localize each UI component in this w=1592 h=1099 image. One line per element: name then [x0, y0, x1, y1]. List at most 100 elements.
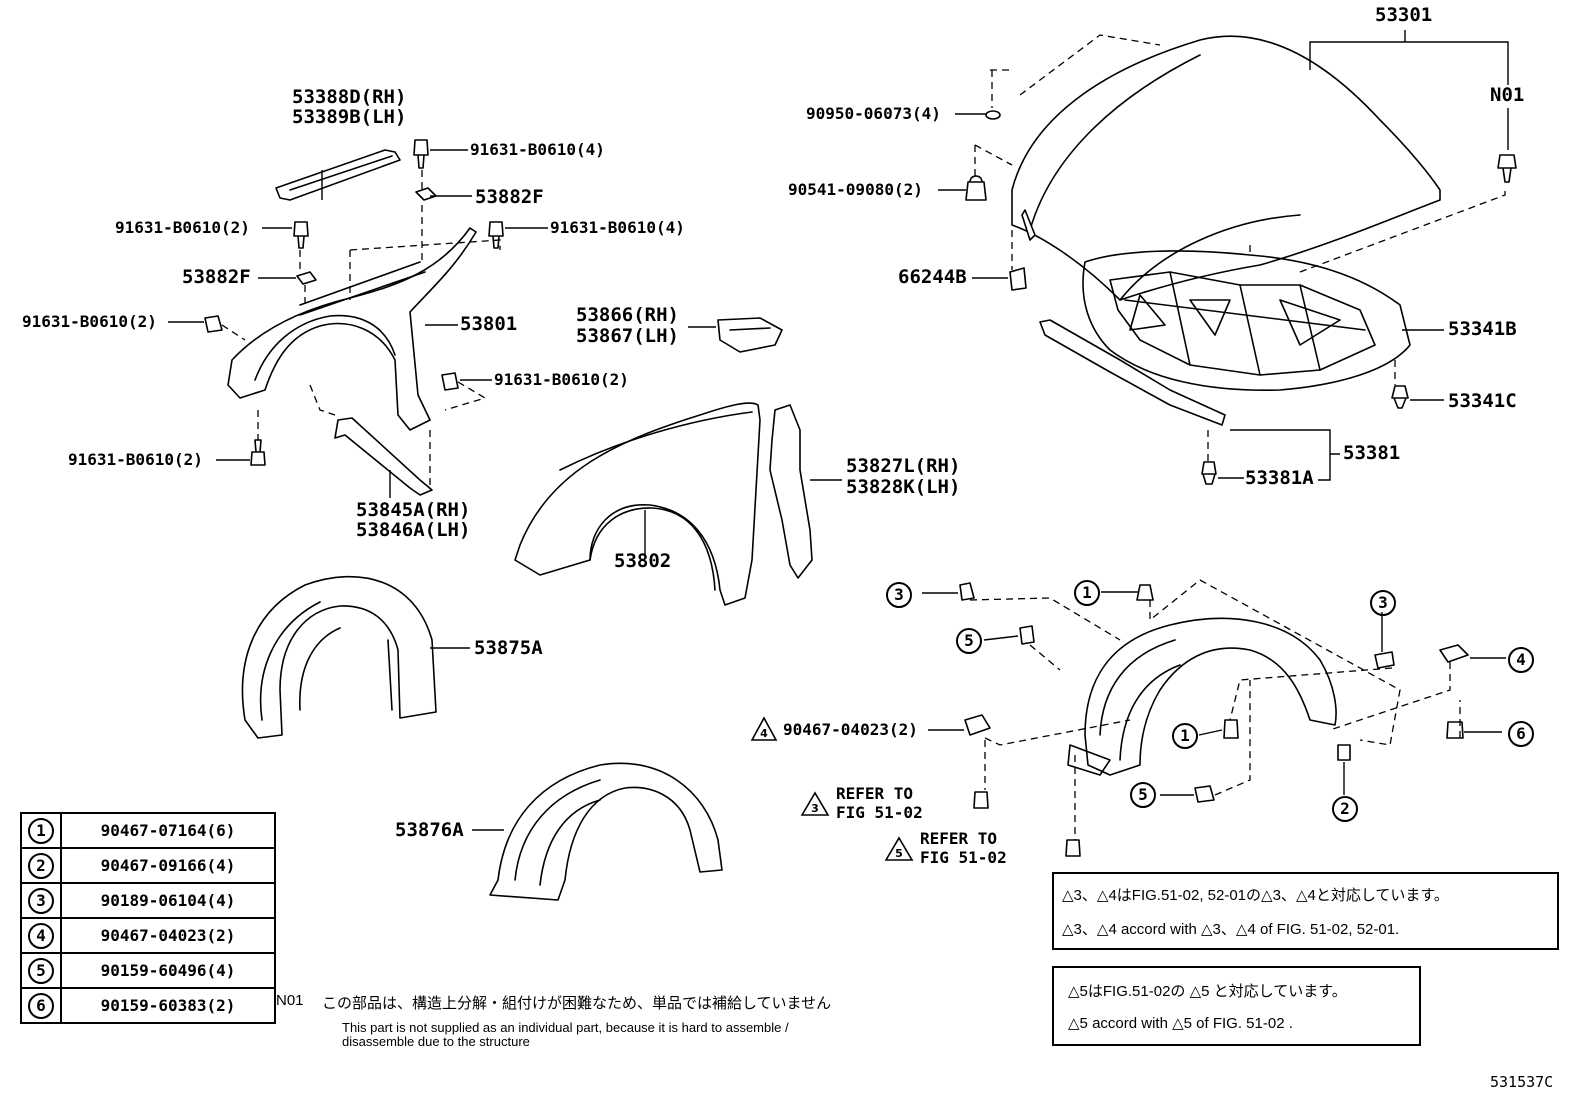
tri-3-icon: △3 — [1201, 921, 1221, 938]
sep-d: 、 — [1220, 921, 1236, 938]
legend-number: 1 — [28, 817, 54, 844]
label-bolt-left-a: 91631-B0610(2) — [115, 218, 250, 237]
sep-b: 、 — [1280, 887, 1296, 904]
box1-en-end: of FIG. 51-02, 52-01. — [1259, 921, 1400, 938]
label-seal-rh: 53866(RH) — [576, 304, 679, 326]
legend-part-number: 90467-04023(2) — [60, 917, 276, 954]
right-fasteners-drawing — [959, 582, 1469, 857]
n01-fastener-drawing — [1497, 154, 1517, 183]
label-clip-c: 53341C — [1448, 390, 1517, 412]
label-fender-53801: 53801 — [460, 313, 518, 335]
box2-en-end: of FIG. 51-02 . — [1196, 1015, 1293, 1032]
pad-drawing — [1009, 267, 1027, 291]
legend-number: 6 — [28, 992, 54, 1019]
protector-53827l-drawing — [769, 404, 813, 579]
note-n01-en1: This part is not supplied as an individu… — [342, 1020, 789, 1035]
label-liner-a: 53875A — [474, 637, 543, 659]
label-bolt-mid: 91631-B0610(2) — [494, 370, 629, 389]
label-liner-b: 53876A — [395, 819, 464, 841]
callout-3-b: 3 — [1370, 590, 1396, 616]
callout-1-a: 1 — [1074, 580, 1100, 606]
label-seal: 53381 — [1343, 442, 1401, 464]
tri-5-icon: △5 — [1189, 983, 1210, 1000]
label-refer-3-fig: FIG 51-02 — [836, 803, 923, 822]
box2-jp: はFIG.51-02の — [1087, 983, 1186, 1000]
label-cushion: 90950-06073(4) — [806, 104, 941, 123]
note-n01-jp: この部品は、構造上分解・組付けが困難なため、単品では補給していません — [322, 995, 832, 1012]
label-seal-clip: 53381A — [1245, 467, 1314, 489]
box2-en: accord with — [1092, 1015, 1168, 1032]
label-fender-53802: 53802 — [614, 550, 672, 572]
triangle-5-mark — [884, 836, 914, 861]
legend-number: 2 — [28, 852, 54, 879]
tri-5-icon: △5 — [1068, 983, 1088, 1000]
legend-number: 4 — [28, 922, 54, 949]
callout-1-b: 1 — [1172, 723, 1198, 749]
callout-3-a: 3 — [886, 582, 912, 608]
box1-en: accord with — [1120, 921, 1197, 938]
legend-number-cell: 1 — [20, 812, 62, 849]
hood-insulator-drawing — [1082, 250, 1411, 392]
legend-part-number: 90467-09166(4) — [60, 847, 276, 884]
note-box2-jp-line: △5はFIG.51-02の △5 と対応しています。 — [1068, 980, 1347, 1001]
legend-number: 3 — [28, 887, 54, 914]
label-hood: 53301 — [1375, 4, 1433, 26]
label-refer-3: REFER TO — [836, 784, 914, 803]
legend-part-number: 90467-07164(6) — [60, 812, 276, 849]
liner-53876a-drawing — [489, 762, 723, 901]
box2-jp-end: と対応しています。 — [1213, 983, 1347, 1000]
label-protector-rh: 53827L(RH) — [846, 455, 961, 477]
clip-53341c-drawing — [1391, 385, 1409, 409]
left-fasteners-drawing — [204, 139, 504, 466]
label-seal-lh: 53867(LH) — [576, 325, 679, 347]
label-bracket-rh: 53845A(RH) — [356, 499, 471, 521]
tri-4-icon: △4 — [1096, 887, 1117, 904]
sep-a: 、 — [1081, 887, 1097, 904]
fender-rail-drawing — [275, 149, 401, 201]
label-protector-lh: 53828K(LH) — [846, 476, 961, 498]
label-washer-left: 53882F — [182, 266, 251, 288]
label-bolt-left-b: 91631-B0610(2) — [22, 312, 157, 331]
note-n01-tag: N01 — [276, 992, 304, 1009]
label-pad: 66244B — [898, 266, 967, 288]
label-washer-top: 53882F — [475, 186, 544, 208]
cushion-drawing — [985, 110, 1001, 120]
box1-jp: はFIG.51-02, 52-01の — [1116, 887, 1262, 904]
legend-number-cell: 3 — [20, 882, 62, 919]
note-box1-en-line: △3、△4 accord with △3、△4 of FIG. 51-02, 5… — [1062, 918, 1399, 939]
tri-4-icon: △4 — [1096, 921, 1117, 938]
triangle-5-digit: 5 — [895, 847, 903, 860]
callout-2: 2 — [1332, 796, 1358, 822]
tri-4-icon: △4 — [1295, 887, 1316, 904]
legend-number-cell: 5 — [20, 952, 62, 989]
label-rail-rh: 53388D(RH) — [292, 86, 407, 108]
note-box2-en-line: △5 accord with △5 of FIG. 51-02 . — [1068, 1014, 1293, 1032]
clip-53381a-drawing — [1201, 461, 1217, 485]
tri-5-icon: △5 — [1068, 1015, 1088, 1032]
box1-jp-end: と対応しています。 — [1315, 887, 1449, 904]
tri-3-icon: △3 — [1062, 921, 1082, 938]
legend-number-cell: 6 — [20, 987, 62, 1024]
tri-3-icon: △3 — [1261, 887, 1281, 904]
label-stopper: 90541-09080(2) — [788, 180, 923, 199]
legend-part-number: 90159-60496(4) — [60, 952, 276, 989]
bracket-53845a-drawing — [334, 417, 433, 496]
label-bolt-bottom: 91631-B0610(2) — [68, 450, 203, 469]
legend-number-cell: 4 — [20, 917, 62, 954]
triangle-4-mark — [750, 716, 778, 741]
note-box-fig-51-02: △5はFIG.51-02の △5 と対応しています。 △5 accord wit… — [1052, 966, 1421, 1046]
callout-5-b: 5 — [1130, 782, 1156, 808]
label-refer-5-fig: FIG 51-02 — [920, 848, 1007, 867]
label-n01: N01 — [1490, 84, 1525, 106]
legend-number: 5 — [28, 957, 54, 984]
triangle-3-digit: 3 — [811, 802, 819, 815]
hood-drawing — [1011, 35, 1441, 301]
